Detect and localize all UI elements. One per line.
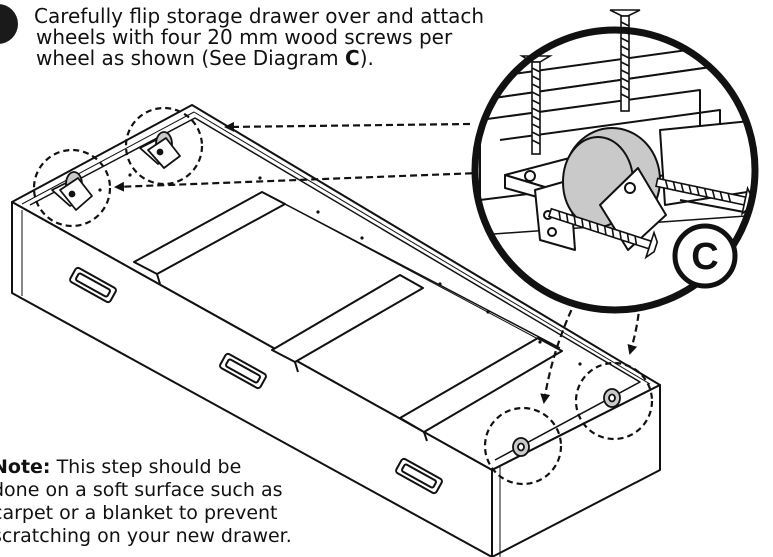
detail-diagram-c: C (471, 9, 759, 314)
instruction-line-1: Carefully flip storage drawer over and a… (34, 4, 485, 28)
note-line-2: done on a soft surface such as (0, 479, 283, 501)
instruction-line-3: wheel as shown (See Diagram C). (34, 48, 534, 69)
instruction-text: Carefully flip storage drawer over and a… (34, 6, 534, 69)
diagram-reference: C (345, 46, 360, 70)
note-line-3: carpet or a blanket to prevent (0, 502, 278, 524)
note-line-1: Note: This step should be (0, 456, 312, 479)
step-number-badge (0, 4, 18, 44)
note-heading: Note: (0, 456, 51, 478)
note-text: Note: This step should be done on a soft… (0, 456, 312, 548)
instruction-line-3-suffix: ). (359, 46, 374, 70)
callout-label: C (691, 236, 718, 278)
caster-wheel-icon (139, 131, 181, 169)
instruction-line-2: wheels with four 20 mm wood screws per (36, 25, 453, 49)
wheel-location-highlights (32, 106, 654, 486)
screw-holes (98, 173, 582, 366)
drawer-handle-cutouts (69, 266, 443, 495)
caster-wheel-icon (51, 171, 93, 211)
callout-badge (672, 223, 738, 289)
wood-screw-icon (547, 207, 659, 260)
caster-wheel-icon (512, 388, 621, 457)
note-line-1-text: This step should be (50, 456, 242, 478)
drawer-divider-rails (133, 191, 563, 442)
instruction-line-3-prefix: wheel as shown (See Diagram (36, 46, 346, 70)
note-line-4: scratching on your new drawer. (0, 525, 292, 547)
